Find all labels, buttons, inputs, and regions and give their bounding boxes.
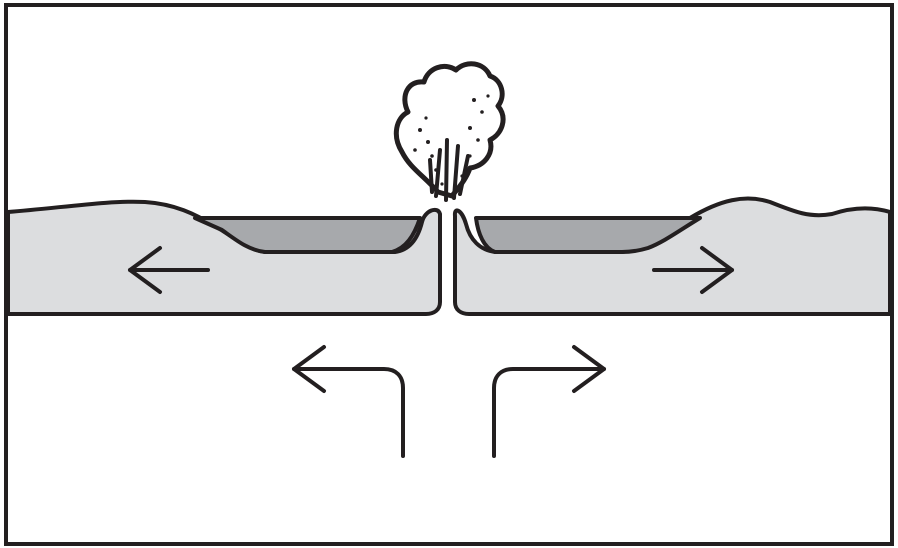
eruption-plume [393, 61, 506, 202]
right-plate-arrow [652, 246, 734, 294]
right-water [474, 216, 702, 254]
mantle-right-arrow [492, 345, 606, 458]
mantle-left-arrow [292, 345, 405, 458]
left-plate-arrow [128, 246, 210, 294]
left-water [193, 216, 422, 254]
